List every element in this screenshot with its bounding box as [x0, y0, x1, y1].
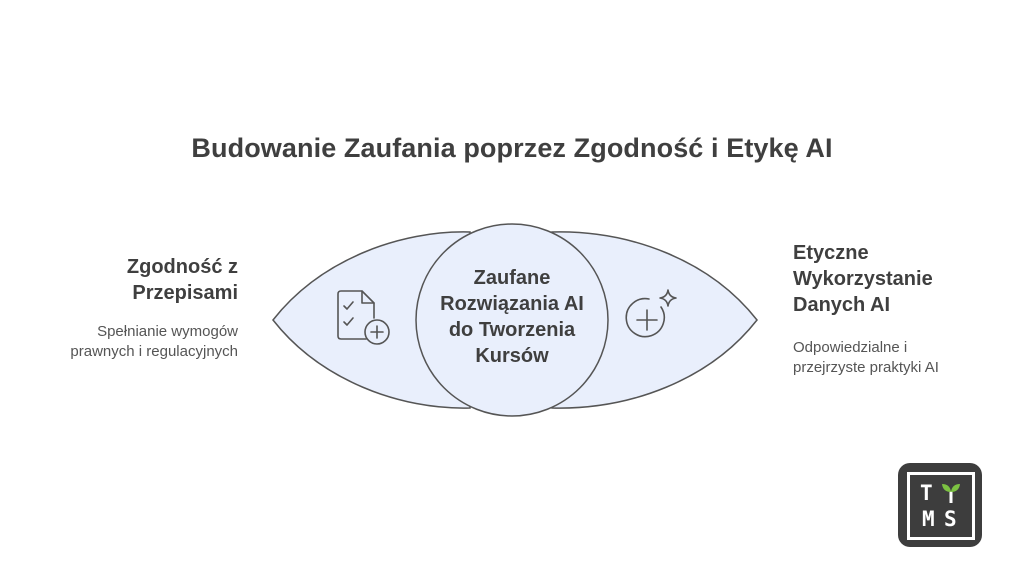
logo-letter-t: T: [920, 481, 933, 505]
center-circle-shape: [415, 223, 609, 417]
right-title: Etyczne Wykorzystanie Danych AI: [793, 242, 933, 316]
logo-frame: [907, 472, 975, 540]
left-title: Zgodność z Przepisami: [126, 256, 238, 304]
right-section: Etyczne Wykorzystanie Danych AI Odpowied…: [793, 240, 973, 378]
center-label: Zaufane Rozwiązania AI do Tworzenia Kurs…: [440, 267, 584, 367]
diagram-title: Budowanie Zaufania poprzez Zgodność i Et…: [191, 133, 833, 163]
logo-letter-m: M: [922, 507, 935, 531]
right-description: Odpowiedzialne i przejrzyste praktyki AI: [793, 339, 939, 376]
document-check-plus-icon: [337, 290, 390, 345]
logo-letter-s: S: [944, 507, 957, 531]
tms-logo: T M S: [898, 463, 982, 547]
left-description: Spełnianie wymogów prawnych i regulacyjn…: [70, 323, 238, 360]
sprout-icon: [942, 484, 960, 503]
plus-sparkle-icon: [625, 289, 677, 338]
left-section: Zgodność z Przepisami Spełnianie wymogów…: [58, 254, 238, 362]
